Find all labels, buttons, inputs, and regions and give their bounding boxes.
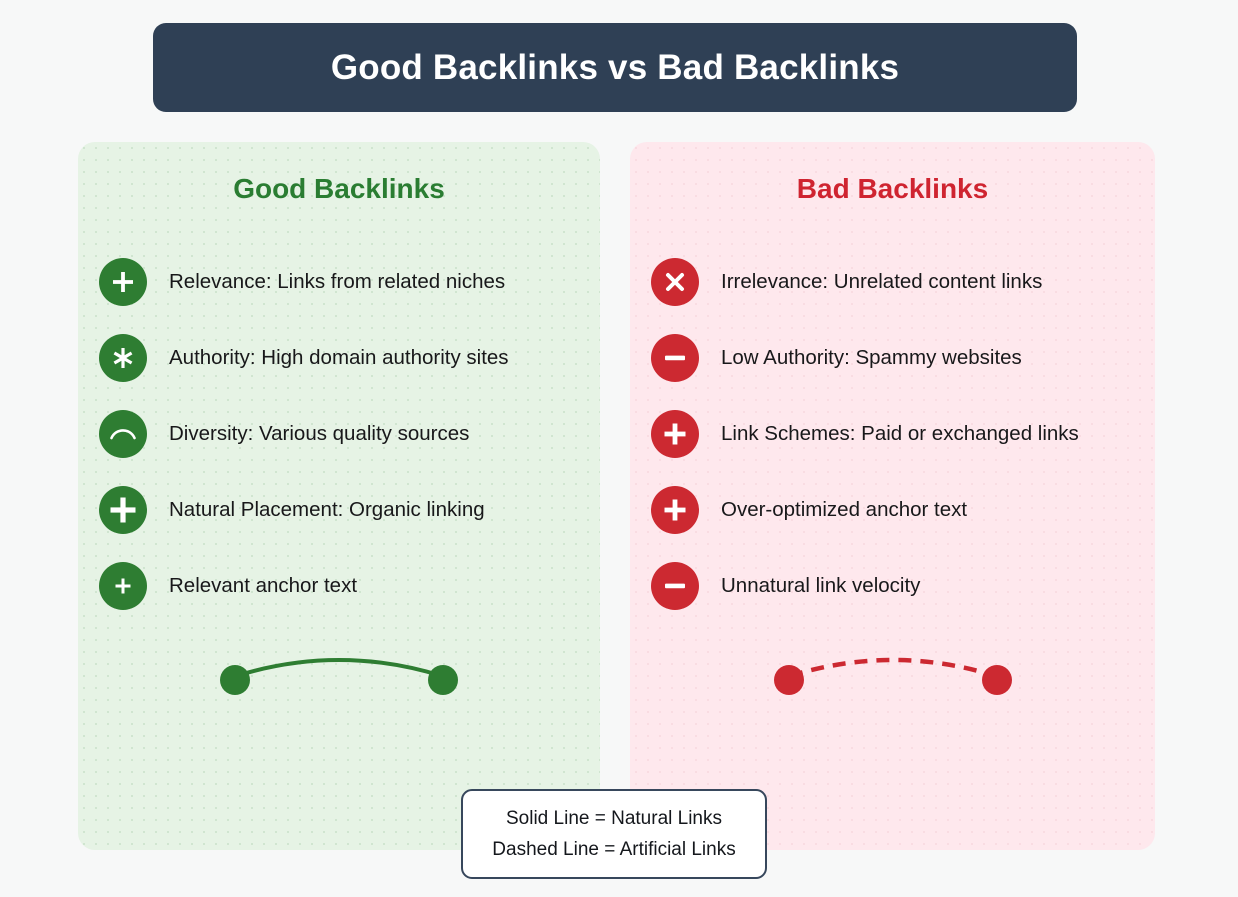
list-item: Irrelevance: Unrelated content links [651, 244, 1143, 320]
plus-bold-icon [99, 486, 147, 534]
plus-icon [651, 410, 699, 458]
asterisk-icon [99, 334, 147, 382]
list-item: Relevant anchor text [99, 548, 588, 624]
panel-bad-backlinks: Bad Backlinks Irrelevance: Unrelated con… [630, 142, 1155, 850]
dashed-link-diagram [630, 640, 1155, 700]
list-item-label: Over-optimized anchor text [721, 497, 968, 521]
page-title: Good Backlinks vs Bad Backlinks [330, 47, 900, 87]
panel-heading-good: Good Backlinks [233, 173, 445, 204]
list-item-label: Natural Placement: Organic linking [169, 497, 485, 521]
list-item: Diversity: Various quality sources [99, 396, 588, 472]
minus-icon [651, 334, 699, 382]
legend-line-solid: Solid Line = Natural Links [506, 807, 722, 829]
bad-items-list: Irrelevance: Unrelated content links Low… [651, 244, 1143, 624]
plus-icon [651, 486, 699, 534]
panel-good-backlinks: Good Backlinks Relevance: Links from rel… [78, 142, 600, 850]
plus-icon [99, 258, 147, 306]
legend-box: Solid Line = Natural Links Dashed Line =… [461, 789, 767, 879]
list-item: Link Schemes: Paid or exchanged links [651, 396, 1143, 472]
list-item: Unnatural link velocity [651, 548, 1143, 624]
list-item-label: Relevant anchor text [169, 573, 358, 597]
arc-icon [99, 410, 147, 458]
list-item-label: Low Authority: Spammy websites [721, 345, 1022, 369]
minus-icon [651, 562, 699, 610]
legend-line-dashed: Dashed Line = Artificial Links [492, 838, 736, 860]
list-item-label: Irrelevance: Unrelated content links [721, 269, 1043, 293]
list-item-label: Relevance: Links from related niches [169, 269, 506, 293]
solid-link-diagram [78, 640, 600, 700]
plus-small-icon [99, 562, 147, 610]
x-icon [651, 258, 699, 306]
list-item: Low Authority: Spammy websites [651, 320, 1143, 396]
list-item-label: Diversity: Various quality sources [169, 421, 470, 445]
good-items-list: Relevance: Links from related niches Aut… [99, 244, 588, 624]
list-item-label: Link Schemes: Paid or exchanged links [721, 421, 1079, 445]
panel-heading-bad: Bad Backlinks [796, 173, 989, 204]
list-item-label: Unnatural link velocity [721, 573, 921, 597]
list-item: Relevance: Links from related niches [99, 244, 588, 320]
list-item: Over-optimized anchor text [651, 472, 1143, 548]
list-item: Natural Placement: Organic linking [99, 472, 588, 548]
list-item: Authority: High domain authority sites [99, 320, 588, 396]
list-item-label: Authority: High domain authority sites [169, 345, 509, 369]
title-banner: Good Backlinks vs Bad Backlinks [153, 23, 1077, 112]
